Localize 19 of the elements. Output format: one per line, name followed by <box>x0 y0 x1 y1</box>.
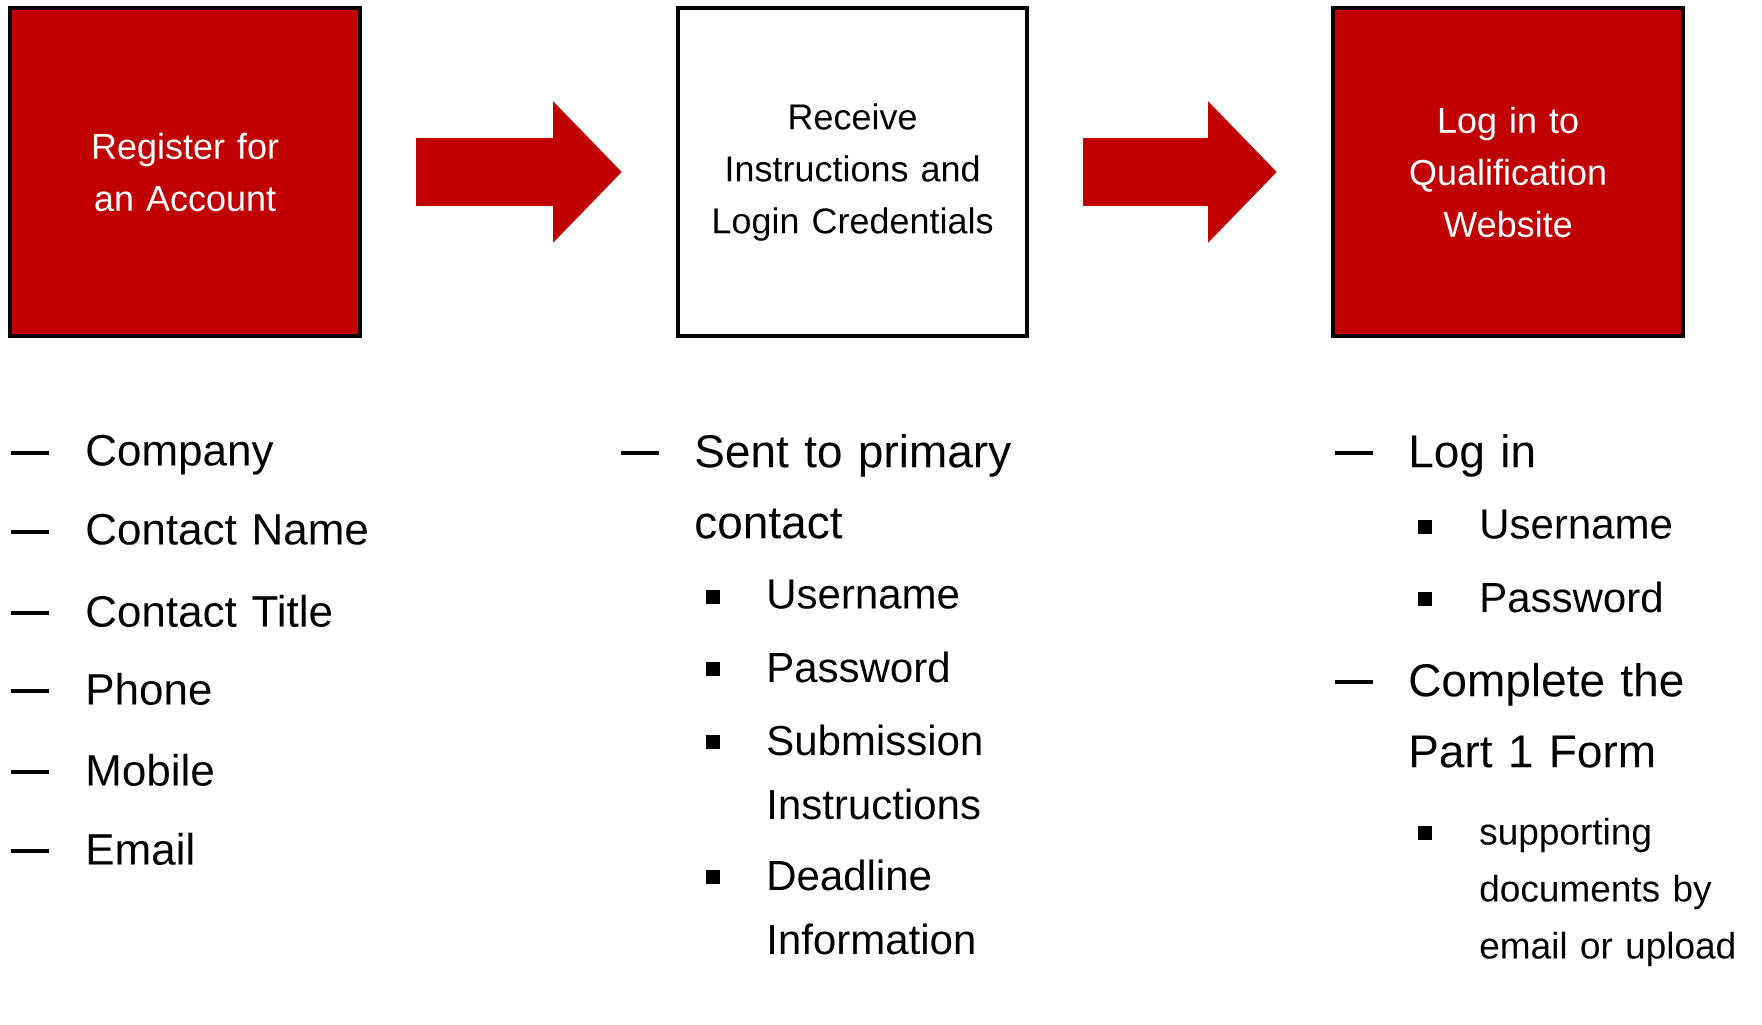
list-item: Log in <box>1412 433 1534 477</box>
list-item: Password <box>1482 581 1661 613</box>
process-box: Register for an Account <box>8 6 362 338</box>
list-item: Submission Instructions <box>768 724 981 820</box>
list-item: Email <box>88 832 193 865</box>
list-item: Phone <box>88 672 211 705</box>
list-item: Contact Title <box>87 594 332 627</box>
list-item: Mobile <box>88 753 213 786</box>
list-item: Sent to primary contact <box>696 433 1012 539</box>
list-item: supporting documents by email or upload <box>1480 817 1734 967</box>
process-box: Receive Instructions and Login Credentials <box>676 6 1029 338</box>
list-item: Username <box>769 579 959 609</box>
list-item: Deadline Information <box>769 859 974 955</box>
list-item: Password <box>769 651 948 683</box>
list-item: Company <box>87 434 274 475</box>
list-item: Complete the Part 1 Form <box>1410 662 1683 768</box>
list-item: Username <box>1482 509 1672 539</box>
list-item: Contact Name <box>87 513 367 545</box>
process-box: Log in to Qualification Website <box>1331 6 1685 338</box>
